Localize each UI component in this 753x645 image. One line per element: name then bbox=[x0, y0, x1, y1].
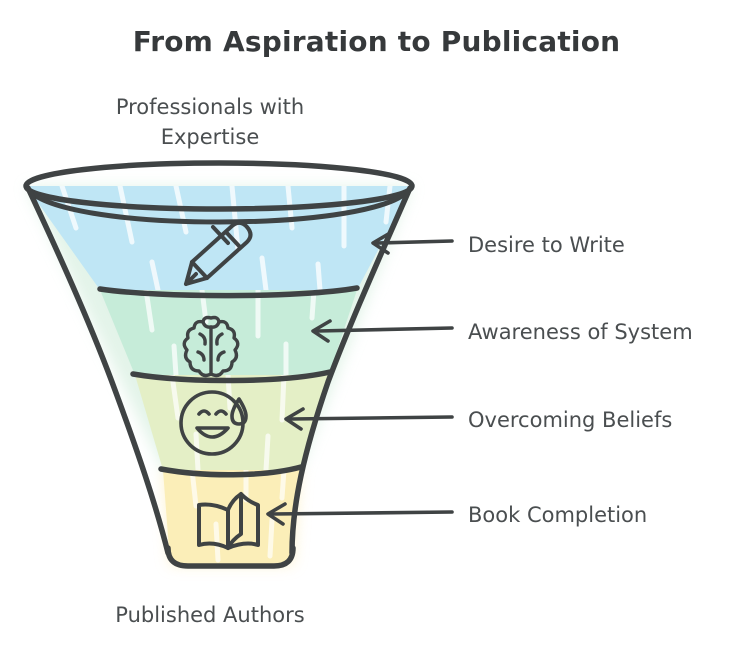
funnel-rim-inner-arc bbox=[27, 188, 411, 225]
funnel-rim-ellipse bbox=[23, 160, 415, 212]
connector-arrow-2 bbox=[311, 319, 454, 343]
connector-arrow-3 bbox=[284, 407, 454, 431]
brain-icon bbox=[182, 315, 240, 378]
page-title: From Aspiration to Publication bbox=[132, 25, 621, 58]
funnel-stage-4-body[interactable] bbox=[163, 470, 300, 565]
funnel-bottom-annotation: Published Authors bbox=[115, 603, 305, 627]
stage-label-overcoming-beliefs: Overcoming Beliefs bbox=[468, 408, 673, 432]
funnel-right-wall bbox=[289, 185, 413, 556]
stage-label-book-completion: Book Completion bbox=[468, 503, 648, 527]
connector-arrow-4 bbox=[266, 502, 454, 526]
funnel-divider-2 bbox=[130, 369, 333, 384]
funnel-divider-1 bbox=[97, 285, 360, 299]
funnel-divider-3 bbox=[158, 464, 304, 478]
funnel-base bbox=[165, 545, 296, 569]
stage-label-desire-to-write: Desire to Write bbox=[468, 233, 625, 257]
funnel-top-annotation: Professionals with Expertise bbox=[115, 95, 305, 150]
stage-label-awareness-of-system: Awareness of System bbox=[468, 320, 693, 344]
funnel-outline bbox=[23, 160, 415, 569]
funnel-left-wall bbox=[25, 185, 171, 556]
open-book-icon bbox=[197, 492, 260, 550]
sweat-smile-icon bbox=[179, 390, 248, 456]
pencil-icon bbox=[184, 220, 253, 286]
connector-arrow-1 bbox=[371, 231, 454, 255]
sketch-texture-1 bbox=[59, 186, 393, 290]
